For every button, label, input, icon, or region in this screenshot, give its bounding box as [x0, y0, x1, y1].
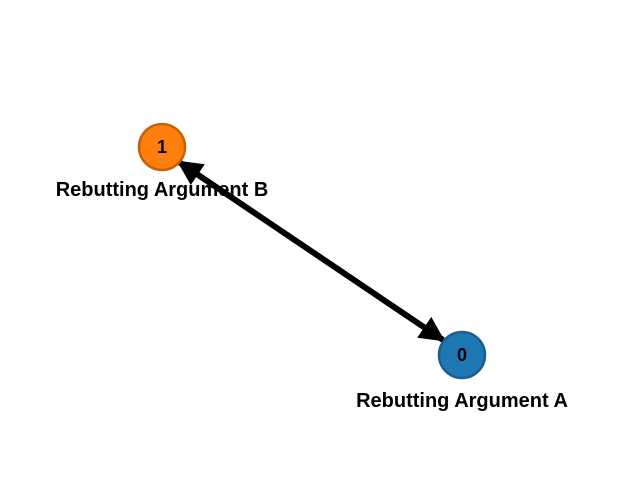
node-0-label: Rebutting Argument A: [356, 390, 568, 412]
node-1-circle[interactable]: [137, 122, 187, 172]
node-0-circle[interactable]: [437, 330, 487, 380]
node-1-label: Rebutting Argument B: [56, 179, 269, 201]
rebuttal-edge: [176, 159, 446, 343]
node-0-id: 0: [457, 345, 467, 365]
node-1[interactable]: 1 Rebutting Argument B: [56, 122, 269, 201]
node-1-id: 1: [157, 137, 167, 157]
node-0[interactable]: 0 Rebutting Argument A: [356, 330, 568, 412]
